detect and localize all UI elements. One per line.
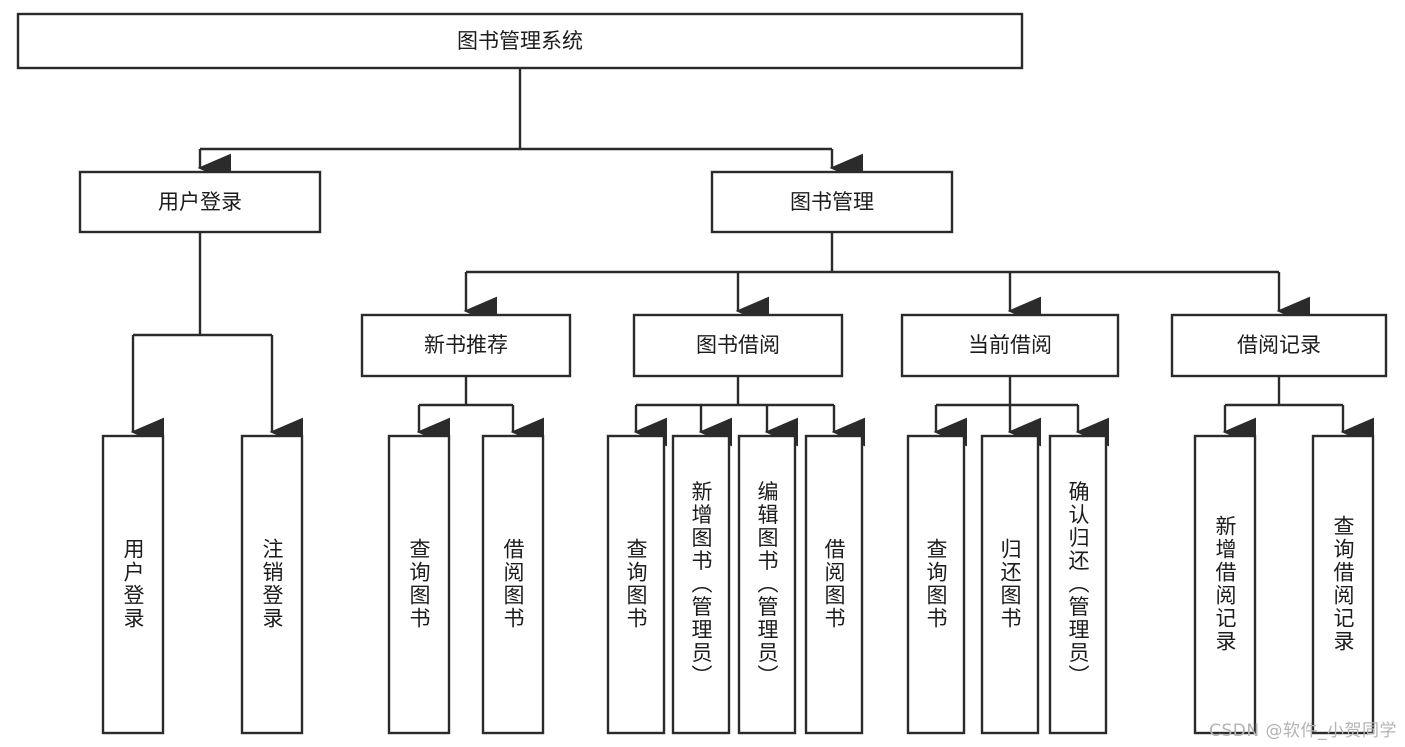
node-leaf-borrow-book-2-box[interactable] — [804, 434, 864, 735]
node-book-manage-box[interactable] — [710, 170, 954, 234]
node-leaf-borrow-book-1-label: 借阅图书 — [501, 538, 525, 630]
edges-new-book-recommend-to-leaves — [416, 376, 545, 447]
edges-book-borrow-to-leaves — [633, 376, 866, 447]
node-new-book-recommend[interactable]: 新书推荐 — [360, 313, 572, 378]
node-book-borrow-box[interactable] — [632, 313, 844, 378]
node-current-borrow[interactable]: 当前借阅 — [900, 313, 1120, 378]
node-borrow-record[interactable]: 借阅记录 — [1170, 313, 1388, 378]
node-leaf-return-book-box[interactable] — [980, 434, 1040, 735]
node-leaf-user-login-label: 用户登录 — [121, 538, 145, 630]
node-new-book-recommend-label: 新书推荐 — [424, 333, 508, 357]
node-book-manage[interactable]: 图书管理 — [710, 170, 954, 234]
node-leaf-logout-label: 注销登录 — [260, 538, 284, 630]
node-leaf-add-record-box[interactable] — [1193, 434, 1257, 735]
node-leaf-edit-book-label: 编辑图书（管理员） — [755, 481, 779, 688]
node-leaf-query-book-3[interactable]: 查询图书 — [906, 434, 966, 735]
node-leaf-query-book-3-label: 查询图书 — [924, 538, 948, 630]
node-leaf-query-book-1-box[interactable] — [387, 434, 451, 735]
node-leaf-logout[interactable]: 注销登录 — [240, 434, 304, 735]
edges-borrow-record-to-leaves — [1222, 376, 1375, 447]
node-leaf-query-book-2-label: 查询图书 — [624, 538, 648, 630]
node-leaf-confirm-return-label: 确认归还（管理员） — [1066, 481, 1090, 688]
edges-user-login-to-leaves — [130, 232, 304, 447]
node-new-book-recommend-box[interactable] — [360, 313, 572, 378]
node-user-login-box[interactable] — [78, 170, 322, 234]
node-leaf-add-book-label: 新增图书（管理员） — [689, 481, 713, 688]
node-root-label: 图书管理系统 — [457, 29, 583, 53]
node-leaf-add-record-label: 新增借阅记录 — [1213, 515, 1237, 653]
node-leaf-add-book-box[interactable] — [671, 434, 731, 735]
node-leaf-query-book-1[interactable]: 查询图书 — [387, 434, 451, 735]
node-user-login[interactable]: 用户登录 — [78, 170, 322, 234]
edges-root-to-level2 — [197, 68, 864, 183]
node-leaf-query-book-3-box[interactable] — [906, 434, 966, 735]
node-leaf-return-book-label: 归还图书 — [998, 538, 1022, 630]
node-root[interactable]: 图书管理系统 — [16, 12, 1024, 70]
node-leaf-user-login-box[interactable] — [101, 434, 165, 735]
node-book-borrow-label: 图书借阅 — [696, 333, 780, 357]
node-leaf-borrow-book-2-label: 借阅图书 — [822, 538, 846, 630]
node-borrow-record-label: 借阅记录 — [1237, 333, 1321, 357]
node-leaf-query-book-1-label: 查询图书 — [407, 538, 431, 630]
node-leaf-edit-book[interactable]: 编辑图书（管理员） — [737, 434, 797, 735]
node-leaf-edit-book-box[interactable] — [737, 434, 797, 735]
node-leaf-add-record[interactable]: 新增借阅记录 — [1193, 434, 1257, 735]
csdn-watermark: CSDN @软件_小贺同学 — [1209, 721, 1397, 741]
node-leaf-borrow-book-1[interactable]: 借阅图书 — [481, 434, 545, 735]
node-leaf-query-record[interactable]: 查询借阅记录 — [1311, 434, 1375, 735]
node-leaf-confirm-return-box[interactable] — [1048, 434, 1108, 735]
node-leaf-logout-box[interactable] — [240, 434, 304, 735]
node-leaf-borrow-book-1-box[interactable] — [481, 434, 545, 735]
node-leaf-add-book[interactable]: 新增图书（管理员） — [671, 434, 731, 735]
node-leaf-confirm-return[interactable]: 确认归还（管理员） — [1048, 434, 1108, 735]
node-book-borrow[interactable]: 图书借阅 — [632, 313, 844, 378]
node-leaf-query-record-box[interactable] — [1311, 434, 1375, 735]
node-borrow-record-box[interactable] — [1170, 313, 1388, 378]
node-current-borrow-box[interactable] — [900, 313, 1120, 378]
node-root-box[interactable] — [16, 12, 1024, 70]
node-leaf-user-login[interactable]: 用户登录 — [101, 434, 165, 735]
node-leaf-query-book-2-box[interactable] — [606, 434, 666, 735]
node-leaf-query-record-label: 查询借阅记录 — [1331, 515, 1355, 653]
node-user-login-label: 用户登录 — [158, 190, 242, 214]
node-leaf-borrow-book-2[interactable]: 借阅图书 — [804, 434, 864, 735]
edges-current-borrow-to-leaves — [933, 376, 1110, 447]
node-current-borrow-label: 当前借阅 — [968, 333, 1052, 357]
node-book-manage-label: 图书管理 — [790, 190, 874, 214]
node-leaf-query-book-2[interactable]: 查询图书 — [606, 434, 666, 735]
node-leaf-return-book[interactable]: 归还图书 — [980, 434, 1040, 735]
edges-book-manage-to-level3 — [463, 232, 1311, 326]
